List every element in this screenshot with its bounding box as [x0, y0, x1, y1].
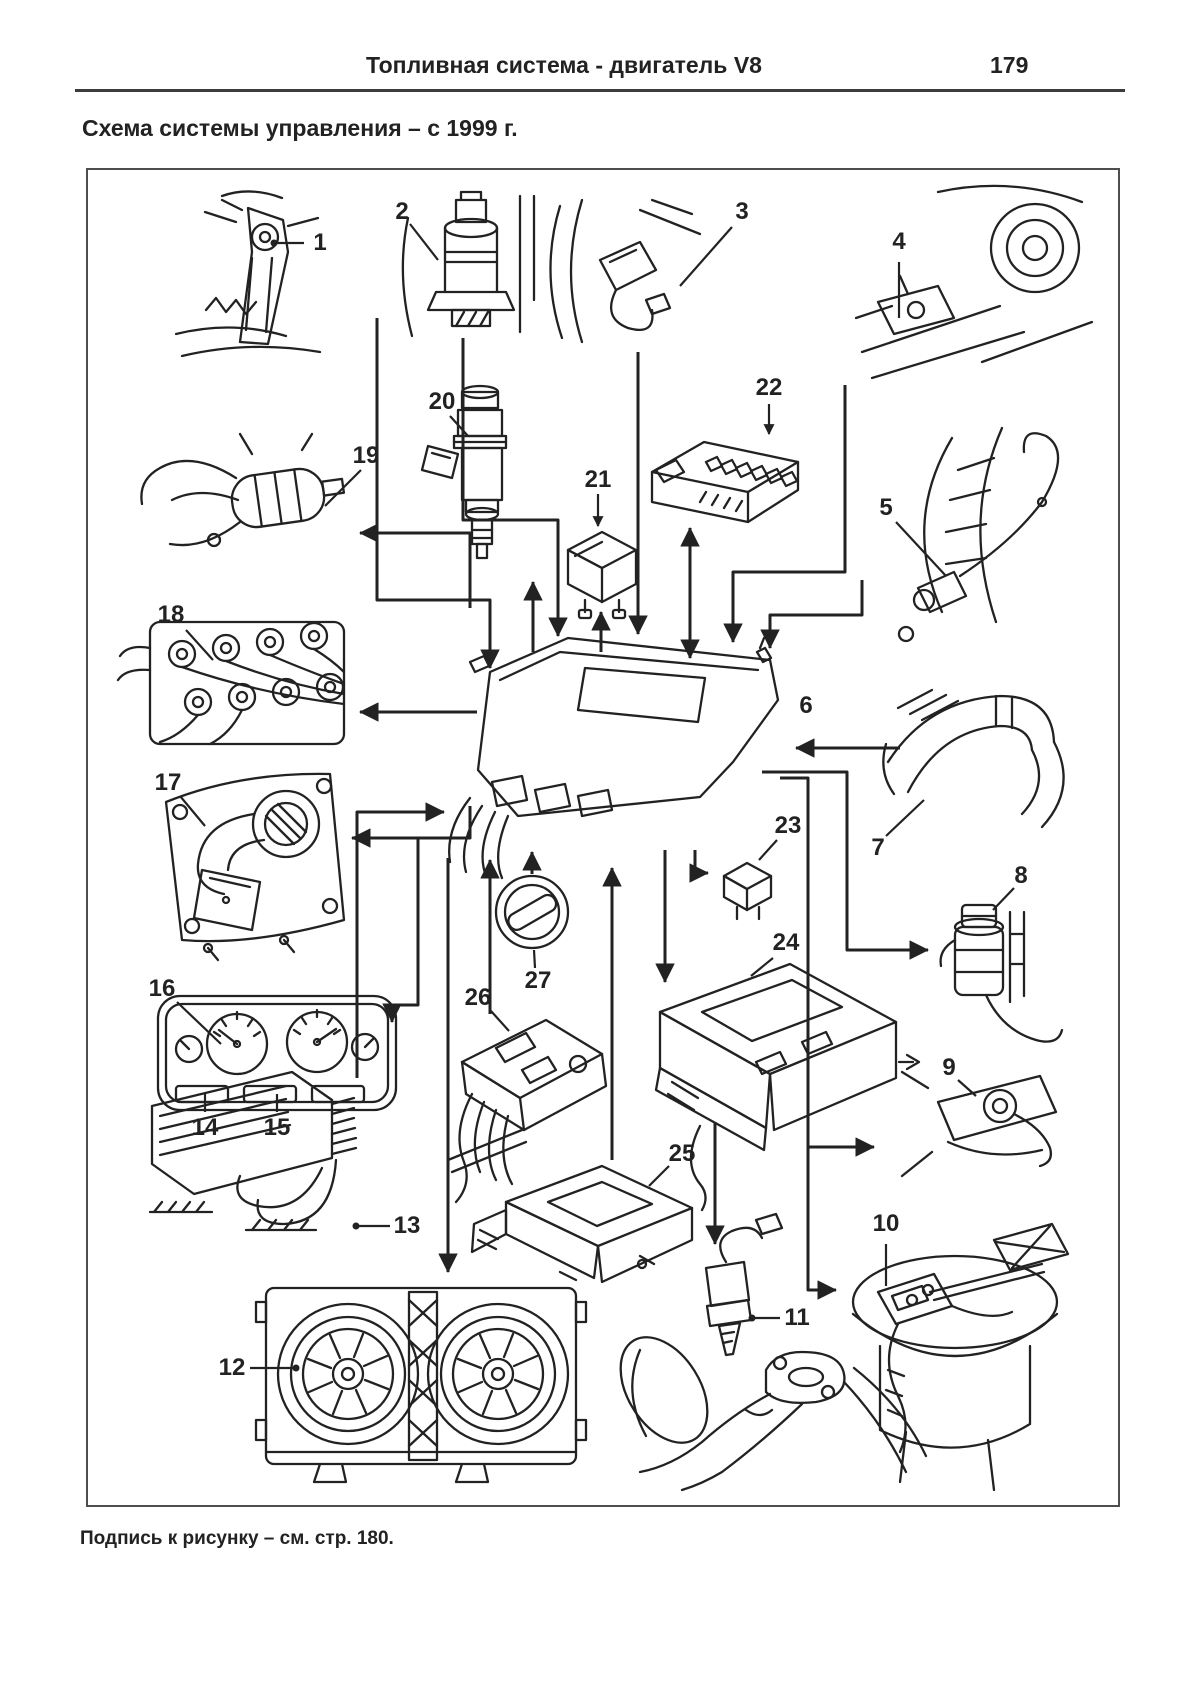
signal-arrow — [762, 770, 929, 960]
leader-17 — [179, 795, 206, 827]
signal-arrow — [760, 580, 864, 649]
throttle-body-sketch — [164, 772, 346, 962]
wired-module-sketch — [148, 1070, 358, 1232]
signal-arrow — [461, 338, 568, 637]
callout-leader-lines — [176, 223, 1015, 1372]
signal-arrows — [351, 318, 929, 1300]
signal-arrow — [375, 318, 500, 669]
cooling-fans-sketch — [254, 1286, 588, 1484]
signal-arrow — [355, 802, 445, 1078]
leader-20 — [449, 415, 469, 437]
leader-5 — [895, 521, 947, 577]
pedal-position-sensor-sketch — [174, 190, 322, 358]
figure-frame — [86, 168, 1120, 1507]
signal-arrow — [351, 806, 472, 848]
aux-relay-sketch — [722, 861, 773, 921]
header-title: Топливная система - двигатель V8 — [366, 52, 762, 78]
leader-7 — [885, 799, 925, 837]
ecu-sketch — [448, 636, 780, 880]
leader-19 — [324, 469, 362, 507]
gearbox-sensor-sketch — [897, 1053, 1058, 1178]
small-module-sketch — [446, 1018, 608, 1204]
fusebox-connector-sketch — [650, 440, 800, 524]
header-rule — [75, 89, 1125, 92]
instrument-cluster-sketch — [156, 994, 398, 1112]
leader-24 — [750, 957, 774, 977]
page-number: 179 — [990, 52, 1029, 78]
signal-arrow — [723, 385, 847, 643]
leader-27 — [532, 949, 537, 969]
knock-sensor-sketch — [854, 184, 1094, 380]
ignition-switch-sketch — [494, 874, 570, 950]
large-module-sketch — [654, 962, 898, 1212]
oxygen-sensor-exhaust-sketch — [619, 1212, 928, 1492]
fuel-pump-sketch — [851, 1222, 1070, 1492]
air-intake-sketch — [882, 688, 1065, 829]
leader-2 — [409, 223, 439, 261]
main-relay-sketch — [566, 530, 638, 620]
cam-sensor-sketch — [549, 198, 702, 344]
figure-title: Схема системы управления – с 1999 г. — [82, 115, 518, 141]
footer-caption: Подпись к рисунку – см. стр. 180. — [80, 1528, 394, 1549]
speed-sensor-sketch — [897, 426, 1060, 643]
signal-arrow — [689, 850, 709, 883]
transmission-module-sketch — [470, 1164, 694, 1284]
signal-arrow — [382, 838, 420, 1023]
pressure-sensor-sketch — [401, 190, 536, 338]
leader-16 — [176, 1001, 222, 1045]
signal-arrow — [359, 523, 472, 608]
purge-valve-sketch — [939, 903, 1064, 1043]
leader-9 — [957, 1079, 977, 1097]
signal-arrow — [780, 776, 875, 1157]
leader-25 — [648, 1165, 670, 1187]
leader-8 — [992, 887, 1015, 911]
idle-air-valve-sketch — [140, 432, 346, 548]
leader-23 — [758, 839, 778, 861]
leader-26 — [490, 1010, 510, 1032]
leader-3 — [679, 226, 733, 287]
signal-arrow — [806, 1147, 837, 1300]
leader-18 — [185, 629, 214, 661]
ignition-coils-sketch — [116, 620, 346, 746]
